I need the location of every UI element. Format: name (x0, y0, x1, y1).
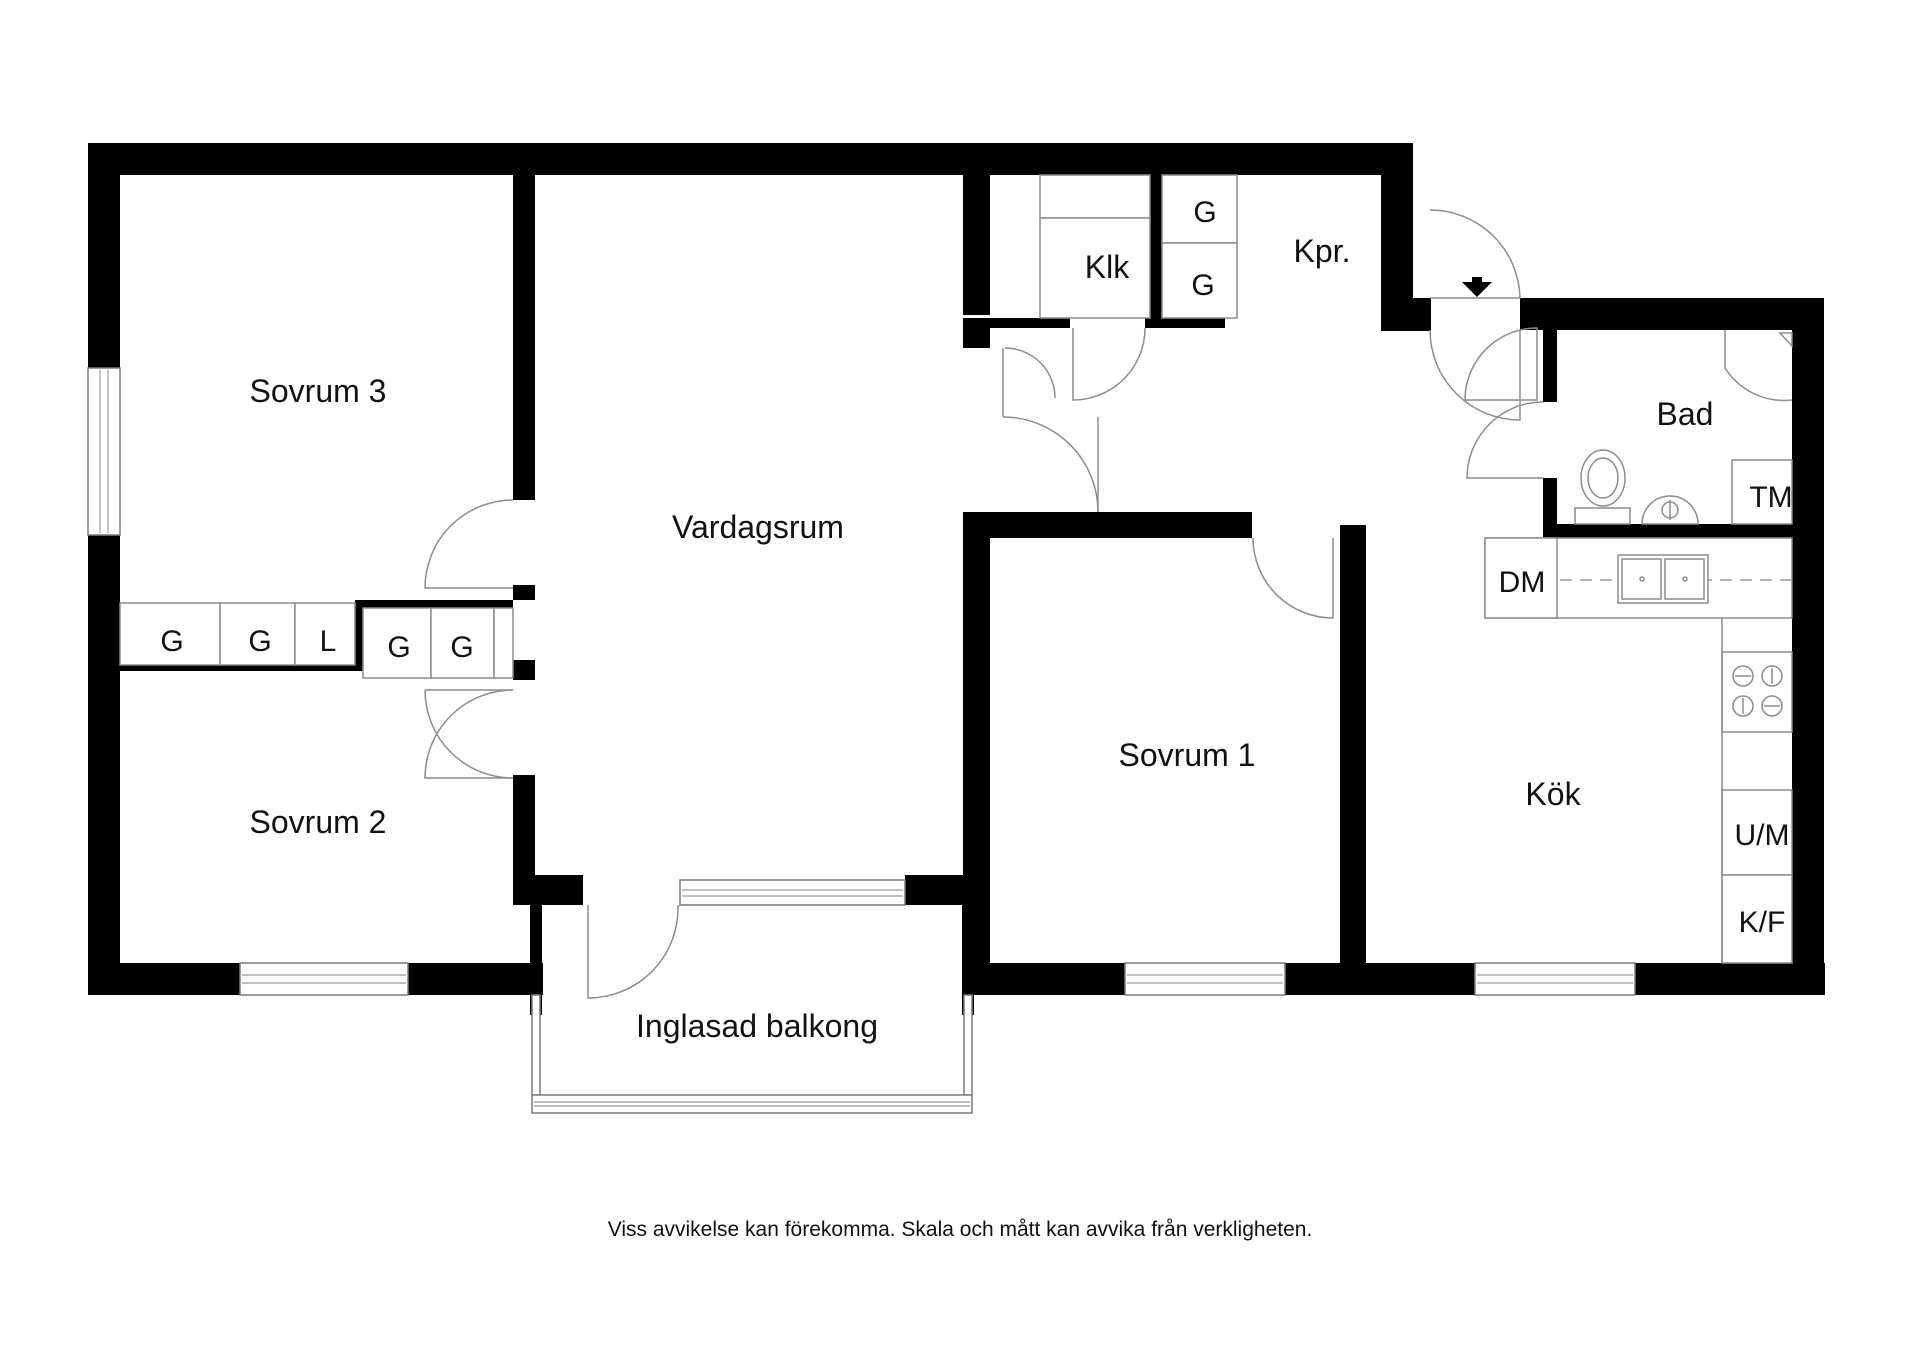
window-sovrum3 (87, 367, 121, 536)
sink-icon (1641, 495, 1699, 525)
interior-walls (120, 175, 1824, 995)
tm-box (1731, 459, 1793, 525)
window-vardagsrum (679, 879, 906, 906)
code-g4: G (450, 631, 473, 664)
window-kok (1474, 962, 1636, 996)
disclaimer-text: Viss avvikelse kan förekomma. Skala och … (607, 1218, 1313, 1241)
entrance-arrow-icon (1462, 282, 1492, 297)
label-kpr: Kpr. (1294, 233, 1351, 269)
stove-icon (1721, 651, 1793, 733)
code-tm: TM (1749, 481, 1792, 514)
closets-left (119, 602, 514, 679)
code-g-top: G (1193, 196, 1216, 229)
code-um: U/M (1735, 819, 1790, 852)
window-sovrum1 (1124, 962, 1286, 996)
code-dm: DM (1499, 566, 1546, 599)
balcony-glazing (530, 905, 974, 1114)
label-balkong: Inglasad balkong (636, 1008, 878, 1044)
code-kf: K/F (1739, 906, 1786, 939)
double-sink-icon (1617, 554, 1709, 604)
label-klk: Klk (1085, 249, 1130, 285)
room-labels: Sovrum 3 Sovrum 2 Vardagsrum Sovrum 1 Kl… (250, 233, 1714, 1044)
doors (424, 209, 1793, 999)
kf-box (1721, 874, 1793, 964)
label-bad: Bad (1657, 396, 1714, 432)
toilet-icon (1574, 449, 1631, 525)
fixture-codes: G G L G G G G TM DM U/M K/F (160, 196, 1792, 939)
code-g2: G (248, 625, 271, 658)
label-sovrum3: Sovrum 3 (250, 373, 387, 409)
code-g3: G (387, 631, 410, 664)
label-vardagsrum: Vardagsrum (672, 509, 844, 545)
label-sovrum2: Sovrum 2 (250, 804, 387, 840)
exterior-walls (88, 143, 1825, 995)
closets-hall (1039, 174, 1238, 319)
label-sovrum1: Sovrum 1 (1119, 737, 1256, 773)
label-kok: Kök (1525, 776, 1581, 812)
code-l: L (320, 625, 337, 658)
window-sovrum2 (239, 962, 409, 996)
code-g-bottom: G (1191, 269, 1214, 302)
code-g1: G (160, 625, 183, 658)
